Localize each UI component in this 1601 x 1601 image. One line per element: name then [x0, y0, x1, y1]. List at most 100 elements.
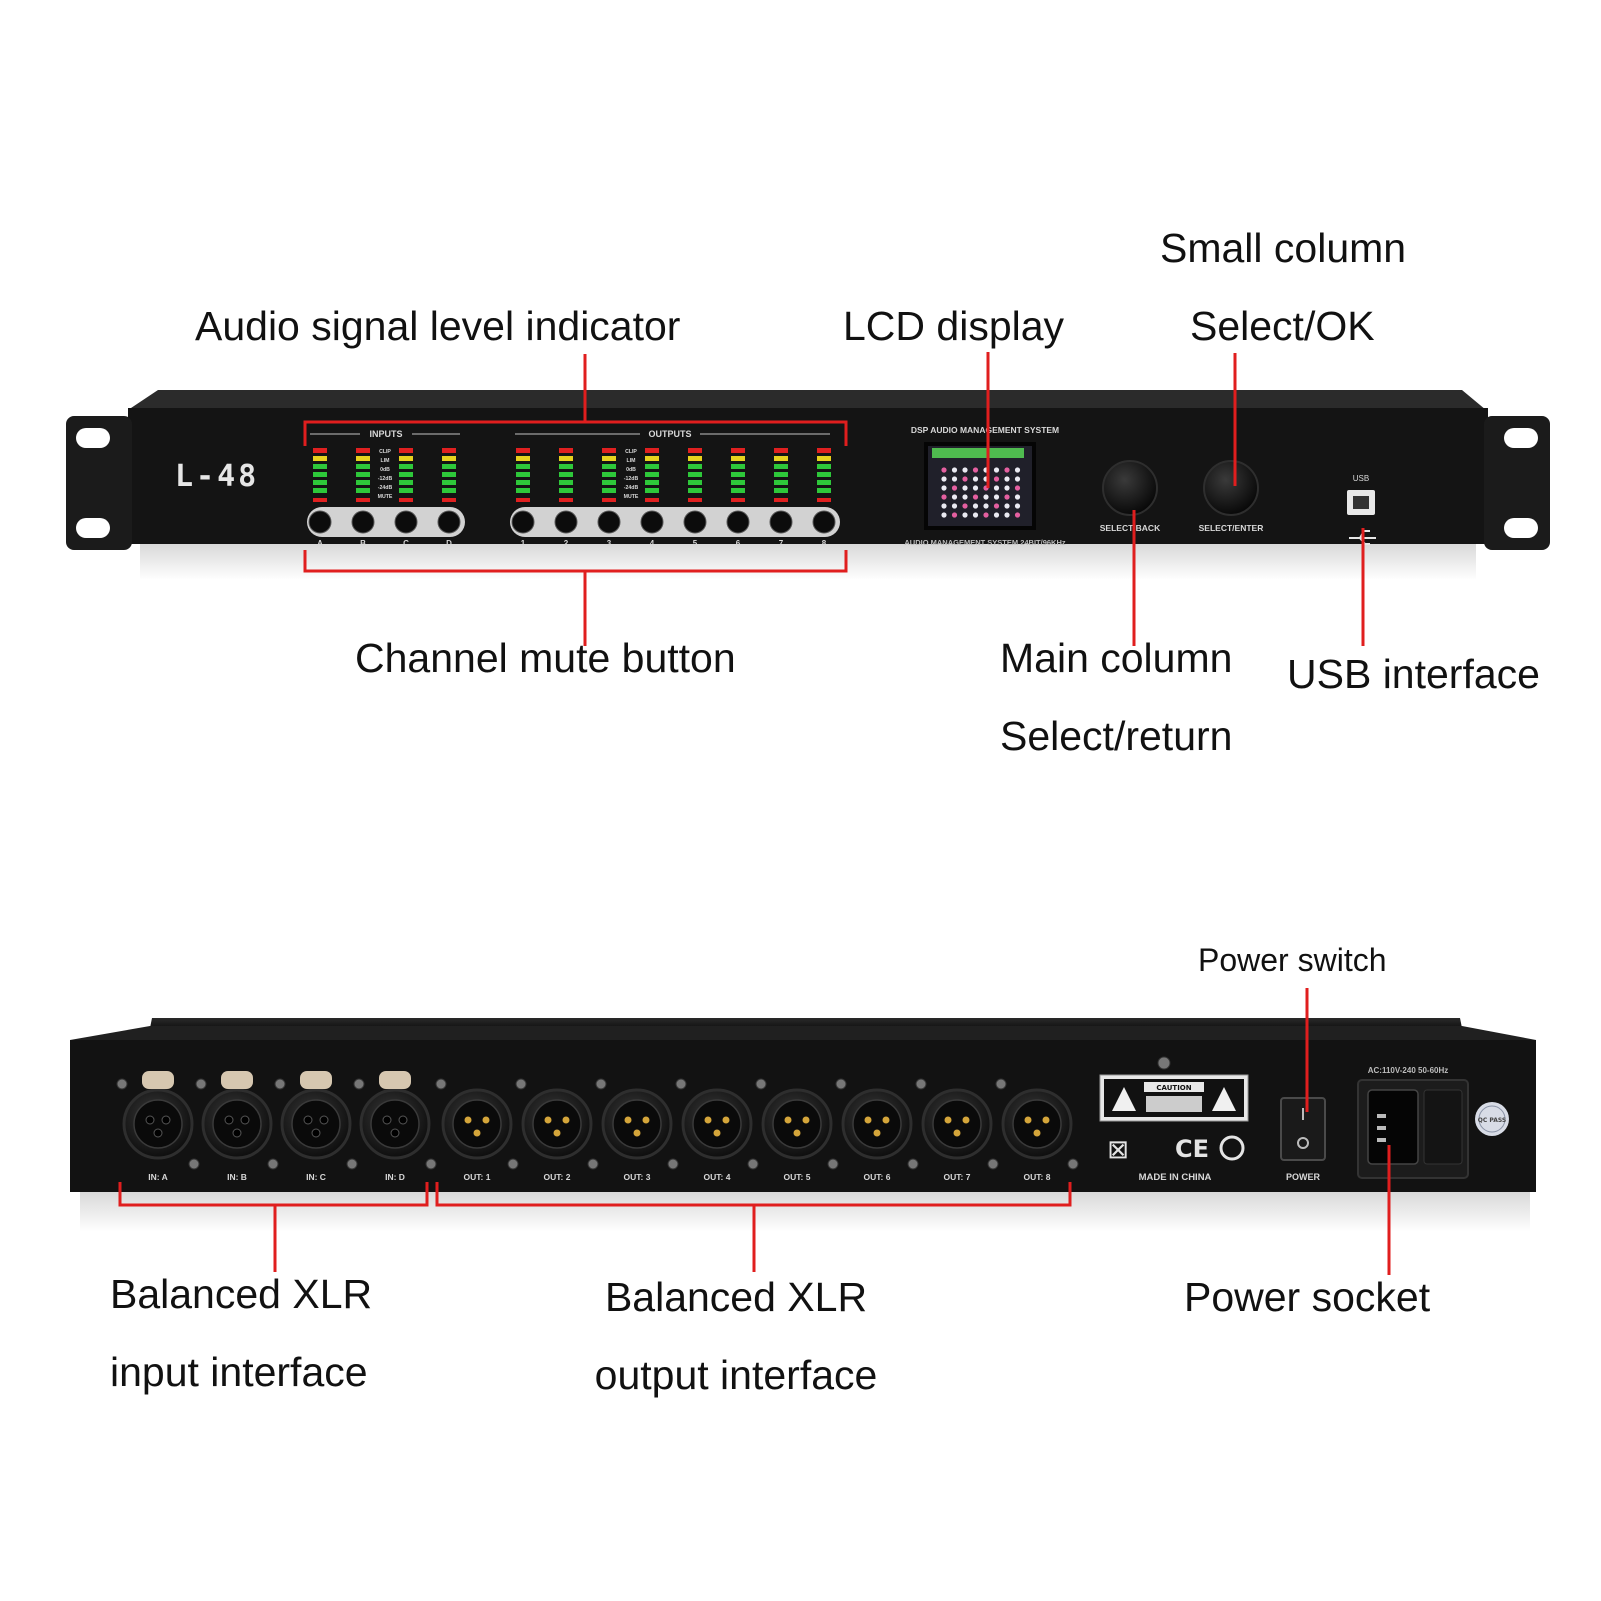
xlr-socket-hole	[398, 1115, 408, 1125]
xlr-gold-pin	[882, 1116, 890, 1124]
output-mute-button-5[interactable]	[683, 510, 707, 534]
callout-small-column-line1: Small column	[1160, 225, 1407, 271]
input-mute-button-D[interactable]	[437, 510, 461, 534]
xlr-gold-pin	[793, 1129, 801, 1137]
xlr-latch-tab[interactable]	[221, 1071, 253, 1089]
xlr-gold-pin	[482, 1116, 490, 1124]
xlr-output-label: OUT: 7	[944, 1172, 971, 1182]
lcd-matrix-dot	[972, 485, 979, 491]
xlr-gold-pin	[642, 1116, 650, 1124]
output-mute-button-6[interactable]	[726, 510, 750, 534]
input-meter-led	[442, 448, 456, 453]
input-meter-led	[313, 464, 327, 469]
output-meter-led	[559, 448, 573, 453]
select-back-label: SELECT/BACK	[1100, 523, 1161, 533]
screw-icon	[116, 1078, 128, 1090]
lcd-matrix-dot	[951, 467, 958, 473]
input-channel-label: C	[403, 539, 409, 548]
output-mute-button-1[interactable]	[511, 510, 535, 534]
lcd-matrix-dot	[951, 494, 958, 500]
xlr-latch-tab[interactable]	[300, 1071, 332, 1089]
xlr-socket-hole	[232, 1128, 242, 1138]
input-mute-button-A[interactable]	[308, 510, 332, 534]
lcd-matrix-dot	[972, 512, 979, 518]
xlr-gold-pin	[1024, 1116, 1032, 1124]
lcd-matrix-dot	[1004, 503, 1010, 509]
system-title: DSP AUDIO MANAGEMENT SYSTEM	[911, 425, 1059, 435]
output-meter-led	[774, 488, 788, 493]
xlr-socket-hole	[153, 1128, 163, 1138]
lcd-matrix-dot	[962, 503, 968, 509]
system-subtitle: AUDIO MANAGEMENT SYSTEM 24BIT/96KHz	[904, 538, 1066, 547]
screw-icon	[827, 1158, 839, 1170]
output-meter-led	[516, 464, 530, 469]
output-channel-label: 3	[607, 539, 612, 548]
input-mute-led	[399, 498, 413, 502]
lcd-matrix-dot	[962, 485, 968, 491]
output-mute-button-3[interactable]	[597, 510, 621, 534]
lcd-matrix-dot	[1004, 476, 1010, 482]
lcd-matrix-dot	[993, 512, 1000, 518]
lcd-matrix-dot	[962, 476, 968, 482]
screw-icon	[755, 1078, 767, 1090]
screw-icon	[274, 1078, 286, 1090]
xlr-gold-pin	[962, 1116, 970, 1124]
lcd-matrix-dot	[1014, 503, 1021, 509]
lcd-matrix-dot	[993, 494, 1000, 500]
xlr-socket-hole	[390, 1128, 400, 1138]
power-switch[interactable]	[1280, 1097, 1326, 1161]
xlr-gold-pin	[944, 1116, 952, 1124]
lcd-matrix-dot	[1014, 494, 1021, 500]
xlr-port-insert	[212, 1099, 262, 1149]
xlr-socket-hole	[382, 1115, 392, 1125]
xlr-socket-hole	[311, 1128, 321, 1138]
input-meter-led	[356, 448, 370, 453]
meter-scale-label: LIM	[381, 458, 390, 464]
input-mute-rail	[307, 507, 465, 537]
xlr-socket-hole	[240, 1115, 250, 1125]
output-meter-led	[774, 456, 788, 461]
xlr-port-insert	[852, 1099, 902, 1149]
power-socket[interactable]	[1367, 1089, 1419, 1165]
output-meter-led	[774, 480, 788, 485]
xlr-gold-pin	[473, 1129, 481, 1137]
xlr-gold-pin	[784, 1116, 792, 1124]
xlr-gold-pin	[624, 1116, 632, 1124]
xlr-output-label: OUT: 1	[464, 1172, 491, 1182]
xlr-latch-tab[interactable]	[142, 1071, 174, 1089]
input-mute-button-C[interactable]	[394, 510, 418, 534]
output-mute-button-8[interactable]	[812, 510, 836, 534]
callout-power-switch: Power switch	[1198, 942, 1387, 978]
output-channel-label: 7	[779, 539, 784, 548]
lcd-matrix-dot	[993, 467, 1000, 473]
screw-icon	[353, 1078, 365, 1090]
output-mute-button-2[interactable]	[554, 510, 578, 534]
xlr-gold-pin	[1033, 1129, 1041, 1137]
xlr-gold-pin	[633, 1129, 641, 1137]
lcd-header-bar	[932, 448, 1024, 458]
select-enter-knob[interactable]	[1203, 460, 1259, 516]
made-in-label: MADE IN CHINA	[1139, 1172, 1212, 1183]
warning-triangle-icon	[1112, 1087, 1136, 1111]
input-channel-label: B	[360, 539, 366, 548]
output-meter-led	[516, 488, 530, 493]
output-mute-button-7[interactable]	[769, 510, 793, 534]
mute-button-bracket	[303, 550, 848, 573]
output-meter-led	[602, 488, 616, 493]
lcd-matrix-dot	[951, 503, 958, 509]
output-meter-led	[731, 480, 745, 485]
panel-screws	[116, 1056, 1171, 1170]
screw-icon	[425, 1158, 437, 1170]
input-meter-led	[313, 488, 327, 493]
callout-xlr-output-line2: output interface	[594, 1352, 878, 1398]
input-mute-button-B[interactable]	[351, 510, 375, 534]
xlr-latch-tab[interactable]	[379, 1071, 411, 1089]
output-mute-button-4[interactable]	[640, 510, 664, 534]
output-meter-led	[817, 464, 831, 469]
select-back-knob[interactable]	[1102, 460, 1158, 516]
meter-scale-label: CLIP	[625, 449, 637, 455]
screw-icon	[507, 1158, 519, 1170]
input-meter-led	[313, 448, 327, 453]
level-indicator-bracket	[303, 420, 848, 446]
input-meter-led	[356, 472, 370, 477]
